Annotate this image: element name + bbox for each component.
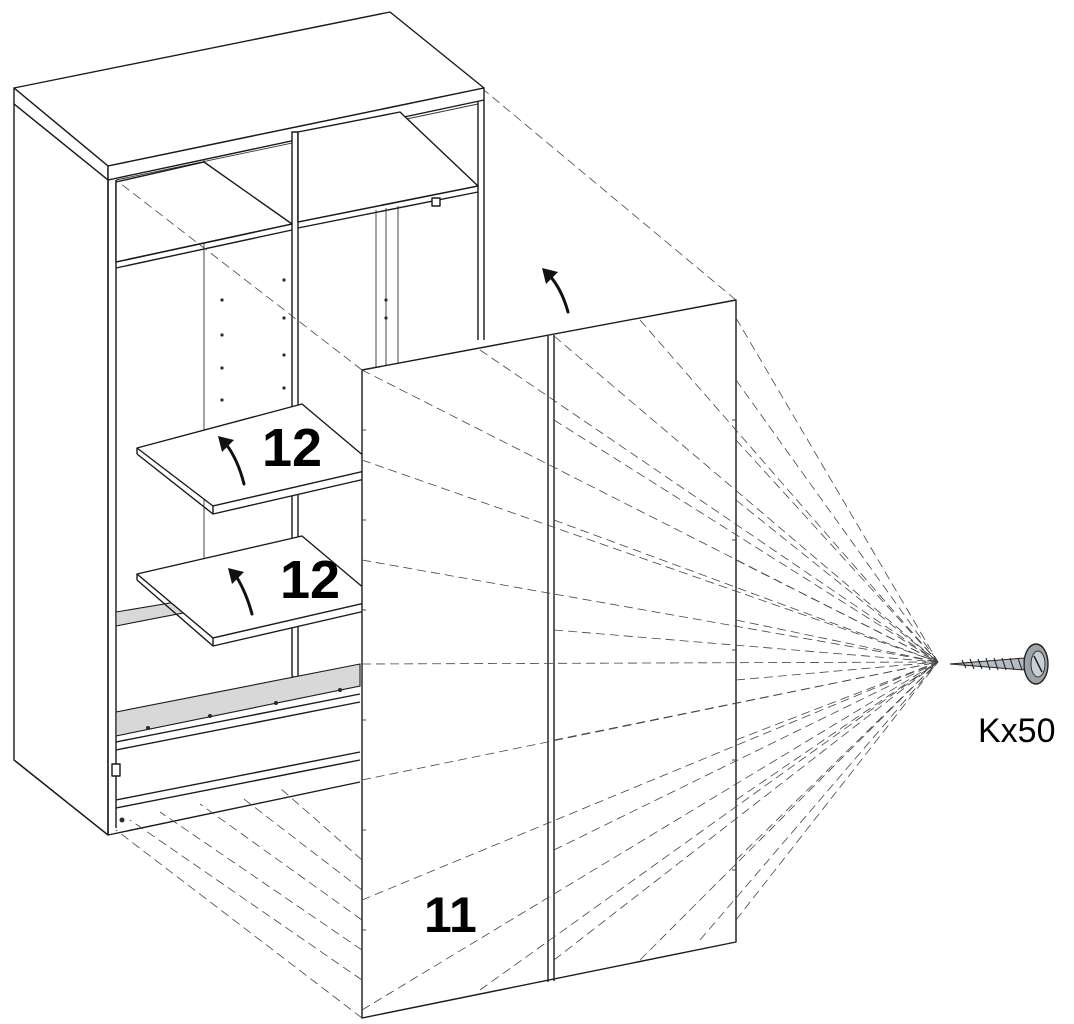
wardrobe-left-side: [13, 103, 109, 836]
fan-line: [735, 317, 939, 663]
shelf-pin-holes: [220, 278, 388, 402]
fan-line: [639, 661, 939, 961]
fan-line: [553, 519, 939, 663]
screw-quantity: Kx50: [978, 712, 1056, 750]
shelf-part-number: 12: [262, 418, 322, 478]
fan-line: [361, 661, 939, 901]
shelf-lower: [136, 535, 379, 647]
curved-arrow-icon: [542, 268, 570, 314]
rail-screw-holes: [146, 688, 342, 730]
back-panel: [361, 299, 737, 1019]
fan-line: [553, 629, 939, 663]
fan-line: [735, 661, 939, 861]
hinge-fitting: [111, 763, 121, 777]
screw-icon: [949, 643, 1049, 685]
panel-edge-marks: [362, 419, 736, 931]
back-panel-part-number: 11: [424, 887, 477, 943]
shelf-part-number: 12: [280, 550, 340, 610]
fan-line: [699, 661, 939, 941]
rail-bracket: [431, 197, 441, 207]
fan-line: [361, 459, 939, 663]
fan-line: [479, 661, 939, 991]
fan-line: [639, 319, 939, 663]
fan-line: [735, 439, 939, 663]
fan-line: [735, 661, 939, 801]
fan-line: [553, 661, 939, 851]
fan-line: [735, 499, 939, 663]
fan-line: [361, 661, 939, 665]
fan-line: [735, 619, 939, 663]
fan-line: [735, 661, 939, 741]
shelf-upper: [136, 403, 379, 515]
fan-line: [361, 661, 939, 1011]
upper-right-fixed-shelf: [297, 111, 479, 223]
guide-lines: [115, 89, 737, 1019]
bottom-rail: [115, 663, 361, 737]
fan-line: [553, 661, 939, 961]
fan-line: [735, 661, 939, 681]
fan-line: [479, 349, 939, 663]
fan-line: [735, 661, 939, 921]
curved-arrow-icon: [218, 436, 246, 486]
fan-line: [361, 369, 939, 663]
fan-line: [735, 379, 939, 663]
fan-line: [553, 419, 939, 663]
screw-fan-lines: [361, 317, 939, 1011]
curved-arrow-icon: [228, 568, 254, 616]
